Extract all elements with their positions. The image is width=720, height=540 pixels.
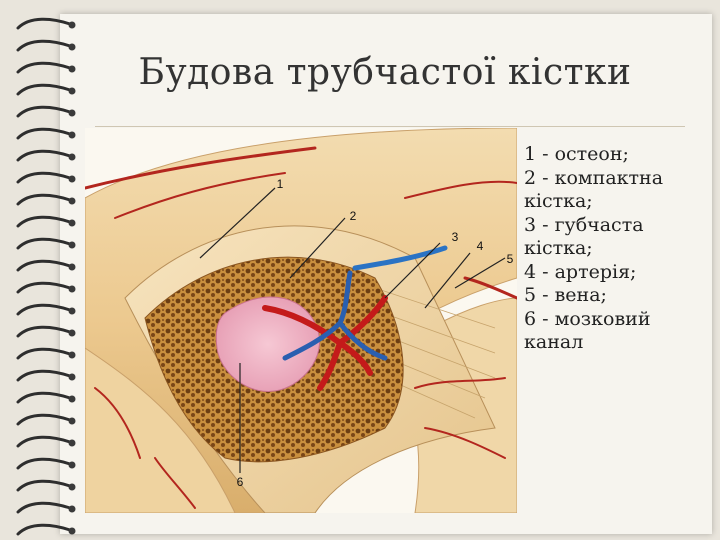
callout-2: 2 [350, 209, 357, 223]
legend-item-marrow-canal: 6 - мозковий канал [524, 307, 651, 354]
spiral-coil [16, 369, 72, 382]
spiral-coil [16, 413, 72, 426]
binding-hole [68, 483, 76, 491]
spiral-coil [16, 149, 72, 162]
binding-hole [68, 417, 76, 425]
marrow-cavity [215, 296, 321, 392]
binding-hole [68, 197, 76, 205]
binding-hole [68, 43, 76, 51]
spiral-coil [16, 39, 72, 52]
spiral-coil [16, 479, 72, 492]
binding-hole [68, 263, 76, 271]
artery [262, 295, 388, 391]
binding-hole [68, 21, 76, 29]
leader-lines [199, 187, 506, 473]
callout-6: 6 [237, 475, 244, 489]
binding-hole [68, 65, 76, 73]
binding-hole [68, 505, 76, 513]
spiral-coil [16, 281, 72, 294]
binding-hole [68, 241, 76, 249]
binding-hole [68, 329, 76, 337]
binding-hole [68, 87, 76, 95]
vein [282, 270, 388, 361]
spiral-coil [16, 215, 72, 228]
spiral-binding [16, 17, 76, 536]
spiral-coil [16, 17, 72, 30]
binding-hole [68, 175, 76, 183]
spiral-coil [16, 523, 72, 536]
binding-hole [68, 153, 76, 161]
binding-hole [68, 285, 76, 293]
spiral-coil [16, 83, 72, 96]
callout-1: 1 [277, 177, 284, 191]
bone-diagram: 1 2 3 4 5 6 [85, 128, 517, 513]
callout-4: 4 [477, 239, 484, 253]
legend-item-compact-bone: 2 - компактна кістка; [524, 166, 664, 213]
binding-hole [68, 439, 76, 447]
bone-lower-shaft [85, 347, 236, 513]
spiral-coil [16, 171, 72, 184]
title-divider [95, 126, 685, 127]
spiral-coil [16, 127, 72, 140]
spiral-coil [16, 237, 72, 250]
spiral-coil [16, 457, 72, 470]
surface-vessels [85, 146, 517, 509]
legend-item-vein: 5 - вена; [524, 284, 607, 306]
binding-hole [68, 527, 76, 535]
binding-hole [68, 351, 76, 359]
spiral-coil [16, 435, 72, 448]
spiral-coil [16, 259, 72, 272]
spiral-coil [16, 501, 72, 514]
binding-hole [68, 131, 76, 139]
spiral-coil [16, 303, 72, 316]
legend-item-osteon: 1 - остеон; [524, 143, 629, 165]
legend-list: 1 - остеон; 2 - компактна кістка; 3 - гу… [524, 143, 704, 355]
spiral-coil [16, 391, 72, 404]
vein-surface [352, 245, 448, 271]
binding-hole [68, 307, 76, 315]
binding-hole [68, 461, 76, 469]
spiral-coil [16, 105, 72, 118]
binding-hole [68, 219, 76, 227]
binding-hole [68, 373, 76, 381]
binding-hole [68, 109, 76, 117]
binding-hole [68, 395, 76, 403]
spiral-coil [16, 61, 72, 74]
spiral-coil [16, 325, 72, 338]
callout-5: 5 [507, 252, 514, 266]
legend-item-spongy-bone: 3 - губчаста кістка; [524, 213, 644, 260]
callout-3: 3 [452, 230, 459, 244]
spiral-coil [16, 193, 72, 206]
legend-item-artery: 4 - артерія; [524, 260, 637, 283]
slide-title: Будова трубчастої кістки [138, 52, 632, 93]
spiral-coil [16, 347, 72, 360]
